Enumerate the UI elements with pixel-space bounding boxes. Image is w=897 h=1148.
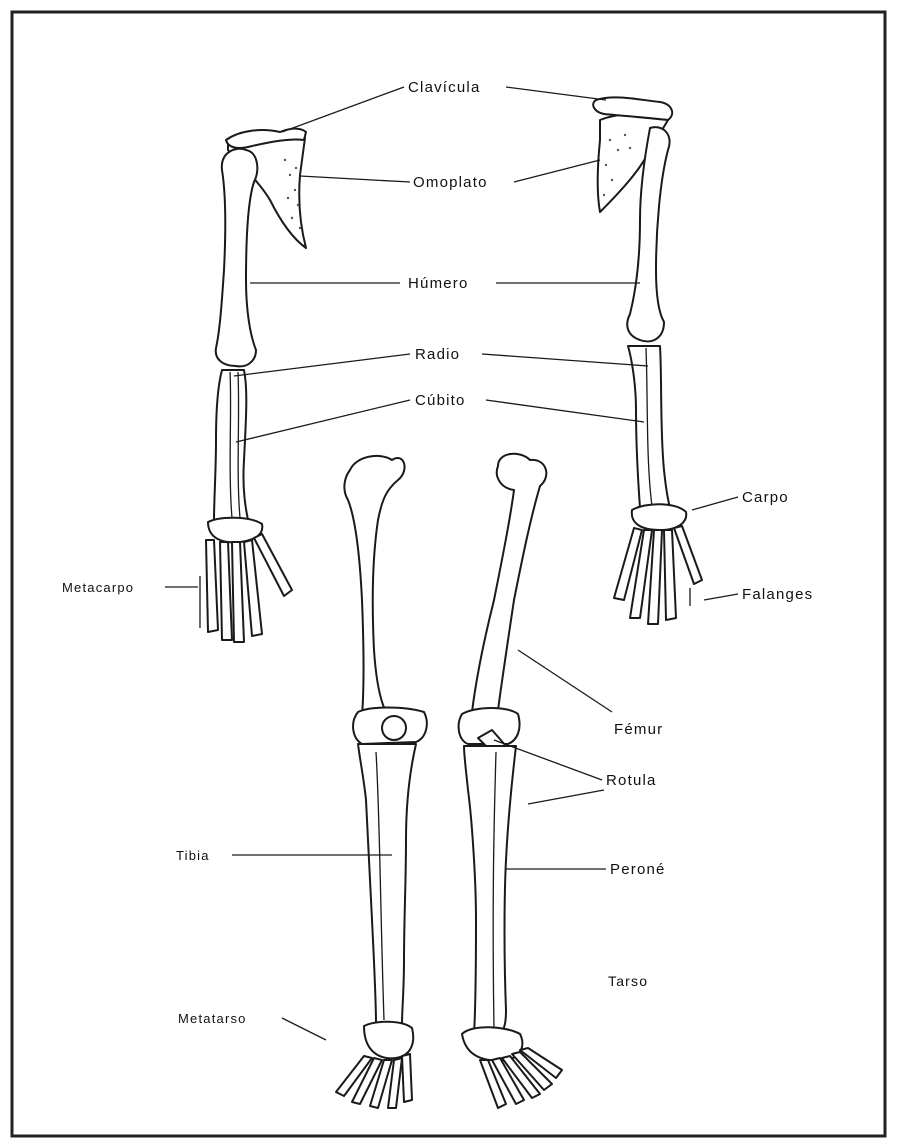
label-metatarso: Metatarso [178, 1011, 247, 1026]
left-patella [382, 716, 406, 740]
label-carpo: Carpo [742, 489, 789, 506]
label-omoplato: Omoplato [413, 174, 488, 191]
label-clavicula: Clavícula [408, 79, 481, 96]
label-humero: Húmero [408, 275, 469, 292]
label-rotula: Rotula [606, 772, 657, 789]
label-metacarpo: Metacarpo [62, 580, 134, 595]
label-radio: Radio [415, 346, 460, 363]
label-perone: Peroné [610, 861, 666, 878]
label-tarso: Tarso [608, 973, 648, 989]
label-tibia: Tibia [176, 848, 210, 863]
label-femur: Fémur [614, 721, 663, 738]
label-falanges: Falanges [742, 586, 813, 603]
label-cubito: Cúbito [415, 392, 466, 409]
